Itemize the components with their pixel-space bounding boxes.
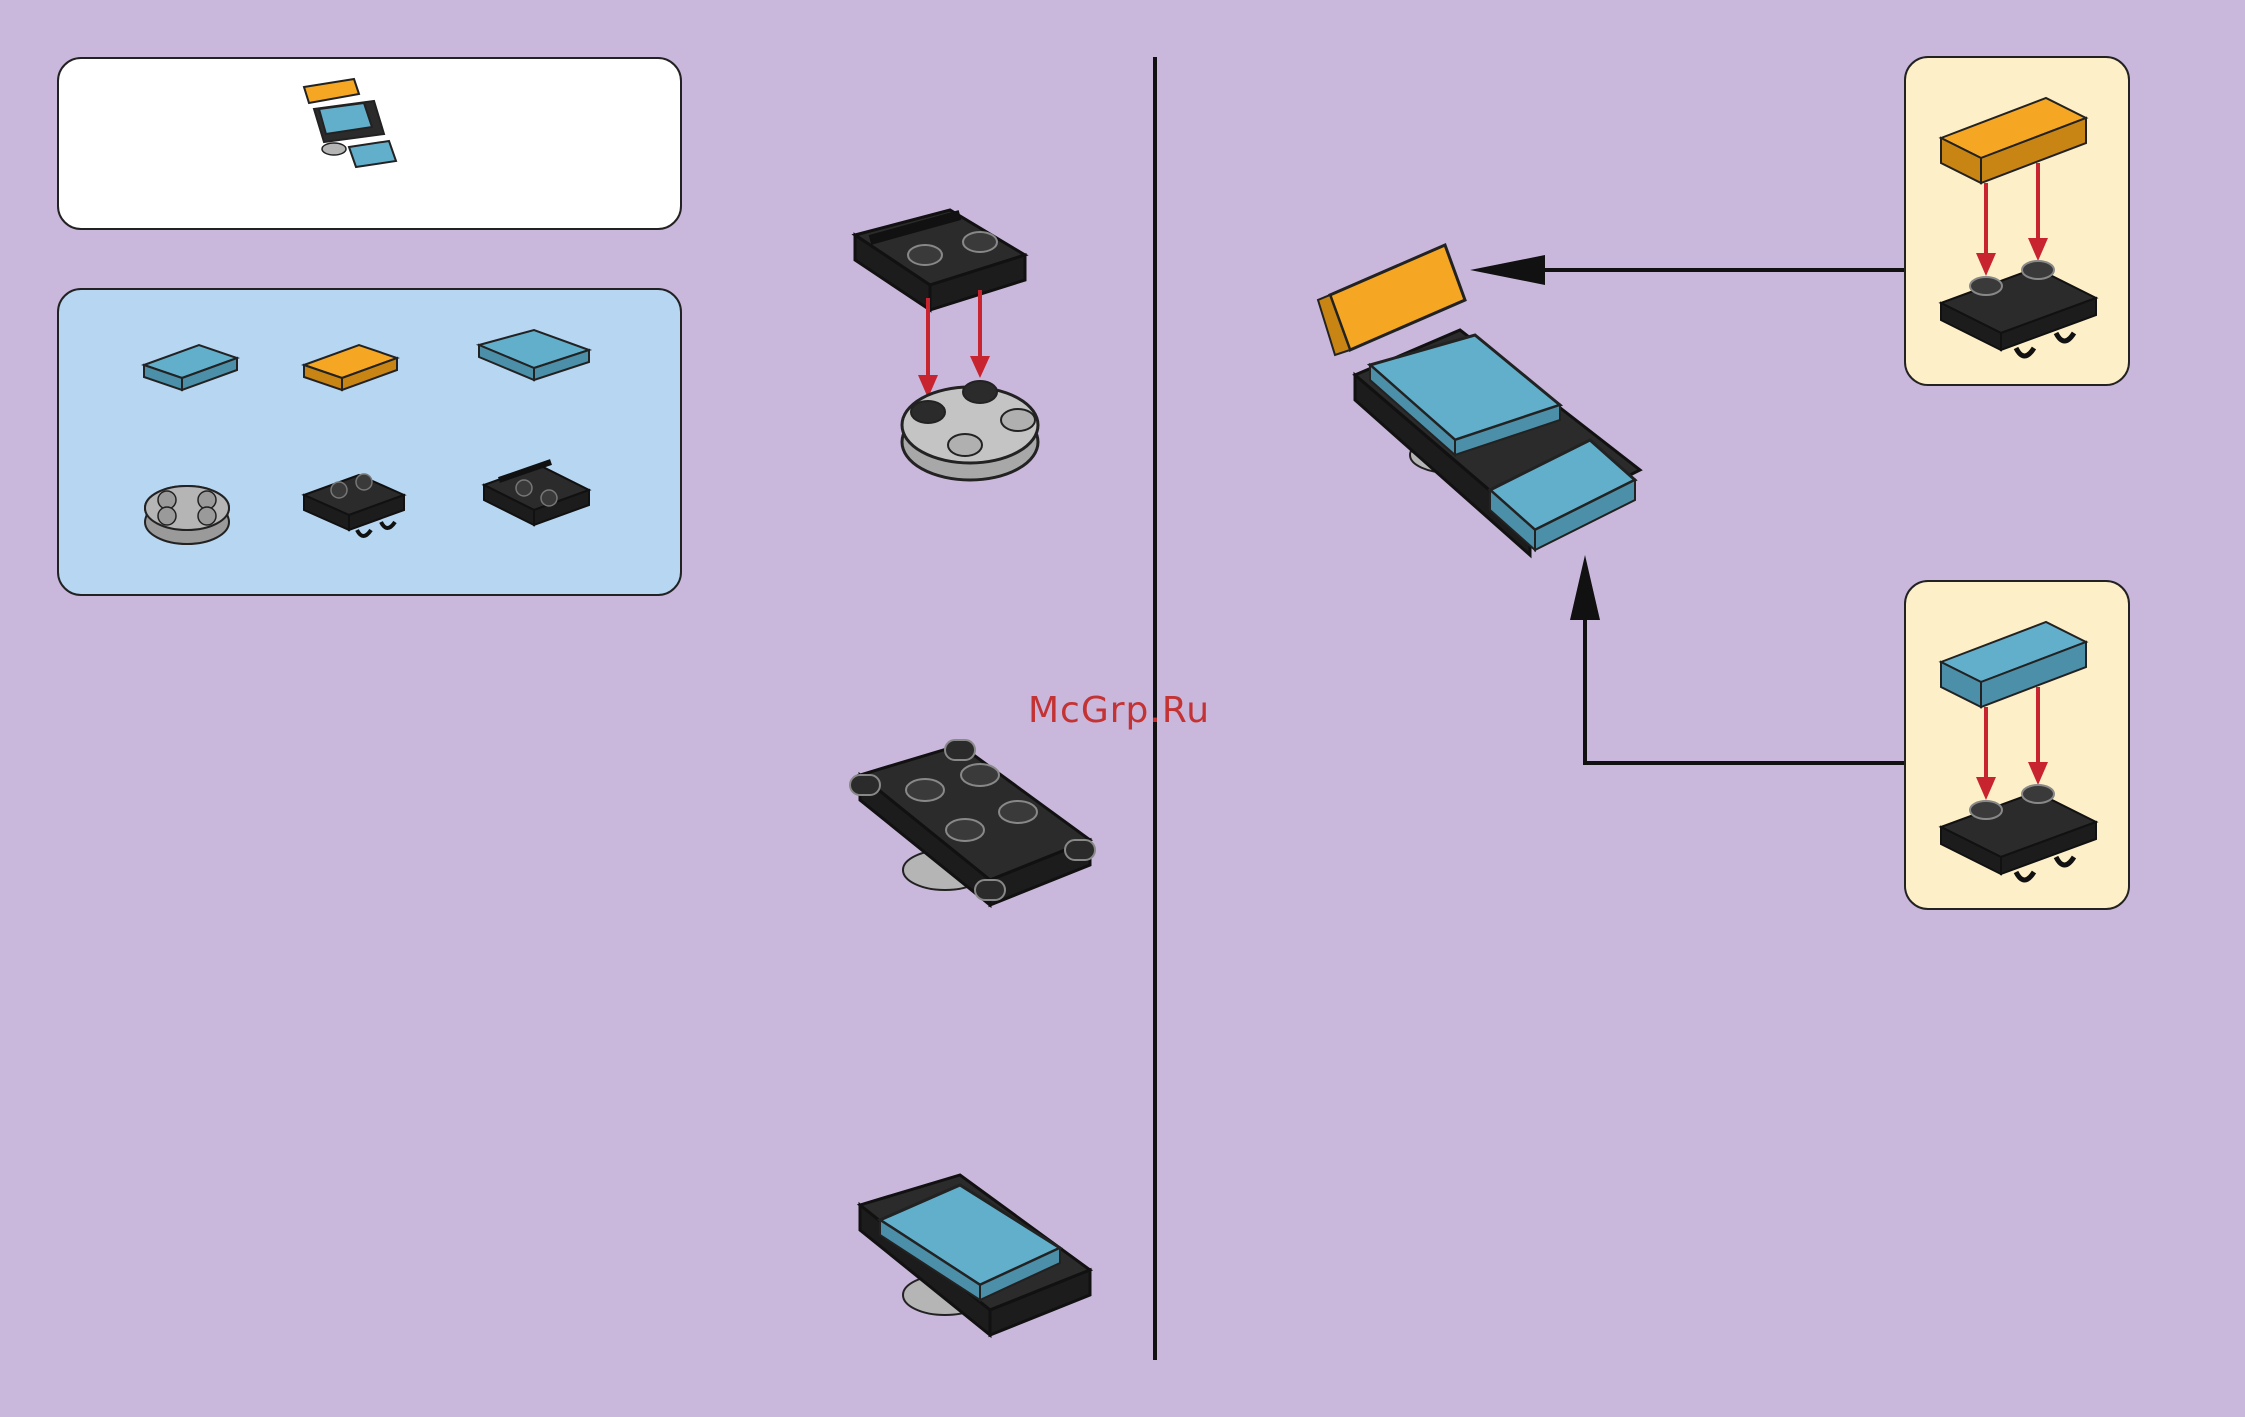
arrow-from-substep-2 [1570, 555, 1904, 763]
arrow-from-substep-1 [1470, 255, 1904, 285]
watermark: McGrp.Ru [1028, 690, 1210, 731]
step-attach-plate-to-round-plate [855, 210, 1038, 480]
step-chassis-with-blue-tile [860, 1175, 1090, 1335]
substep-orange-tile [1904, 56, 2130, 386]
black-plate-with-clips [855, 210, 1025, 310]
grey-round-plate [902, 381, 1038, 480]
step-chassis-assembly [850, 740, 1095, 905]
step-final-vehicle [1318, 245, 1640, 555]
substep-blue-tile [1904, 580, 2130, 910]
